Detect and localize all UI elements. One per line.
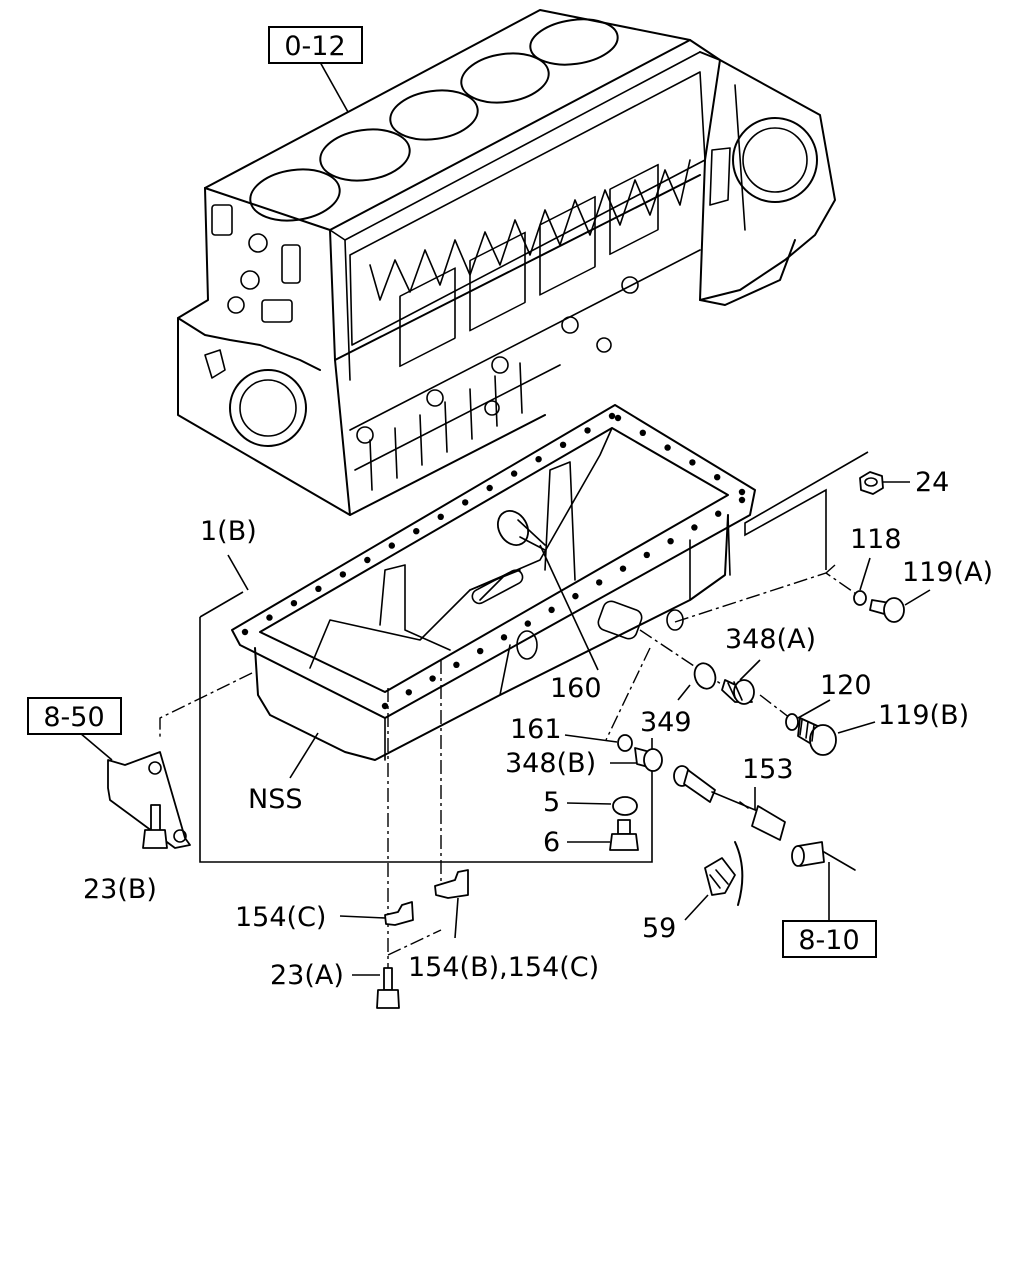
bolt-hole <box>405 689 412 696</box>
label-119a: 119(A) <box>902 557 993 588</box>
bolt-hole <box>453 661 460 668</box>
bolt-hole <box>559 441 567 448</box>
bolt-hole <box>572 592 579 600</box>
o-ring-118 <box>853 590 867 606</box>
ref-box-block: 0-12 <box>268 26 363 64</box>
bolt-hole <box>667 538 674 545</box>
o-ring-161 <box>617 734 633 752</box>
connector-8-10 <box>791 841 856 871</box>
bolt-hole <box>364 556 371 564</box>
clip-59 <box>704 841 744 906</box>
bolt-hole <box>381 702 389 710</box>
label-160: 160 <box>550 673 602 704</box>
bolt-hole <box>689 459 696 466</box>
bolt-hole <box>535 456 542 463</box>
bolt-hole <box>714 474 721 481</box>
bolt-hole <box>691 524 698 531</box>
label-153: 153 <box>742 754 794 785</box>
plug-119a <box>869 597 905 623</box>
bolt-hole <box>339 571 347 578</box>
label-348b: 348(B) <box>505 748 596 779</box>
label-23a: 23(A) <box>270 960 344 991</box>
bolt-hole <box>643 551 650 559</box>
bolt-hole <box>596 579 603 586</box>
bolt-hole <box>664 444 671 451</box>
bolt-23b <box>142 804 168 849</box>
svg-text:0-12: 0-12 <box>284 31 345 62</box>
bracket-154c <box>384 901 414 926</box>
bolt-hole <box>477 647 484 655</box>
label-119b: 119(B) <box>878 700 969 731</box>
ref-box-sensor-harness: 8-10 <box>782 920 877 958</box>
label-154bc: 154(B),154(C) <box>408 952 599 983</box>
oil-level-sensor-153 <box>673 765 786 841</box>
label-1b: 1(B) <box>200 516 257 547</box>
o-ring-349 <box>693 662 717 690</box>
bolt-hole <box>548 606 555 614</box>
bolt-hole <box>738 496 746 504</box>
ref-box-bracket: 8-50 <box>27 697 122 735</box>
svg-text:8-50: 8-50 <box>43 702 104 733</box>
bolt-hole <box>715 510 722 517</box>
cylinder-block-drawing <box>177 9 836 516</box>
bolt-hole <box>266 614 273 621</box>
bolt-hole <box>437 513 444 520</box>
bolt-hole <box>738 488 746 496</box>
plug-119b <box>797 717 837 756</box>
label-23b: 23(B) <box>83 874 157 905</box>
bolt-hole <box>290 600 298 607</box>
bolt-hole <box>462 499 469 506</box>
bolt-23a <box>376 967 400 1009</box>
oil-pan-drawing <box>231 404 756 761</box>
bracket-8-50 <box>107 751 191 849</box>
label-120: 120 <box>820 670 872 701</box>
bolt-hole <box>524 620 531 627</box>
small-parts <box>107 471 905 1009</box>
label-nss: NSS <box>248 784 302 815</box>
leader-lines <box>79 61 931 976</box>
label-348a: 348(A) <box>725 624 816 655</box>
bolt-hole <box>619 565 627 572</box>
bolt-hole <box>413 528 420 535</box>
bolt-hole <box>241 628 249 636</box>
bolt-hole <box>614 414 622 422</box>
bolt-hole <box>486 484 493 492</box>
label-349: 349 <box>640 707 692 738</box>
drain-plug-6 <box>609 819 639 851</box>
bolt-hole <box>584 427 591 434</box>
o-ring-120 <box>785 713 799 731</box>
bracket-154b <box>434 869 469 899</box>
nut-24 <box>859 471 884 495</box>
label-24: 24 <box>915 467 949 498</box>
bolt-hole <box>388 542 395 549</box>
part-labels: 1(B) 24 118 119(A) 348(A) 120 119(B) 160… <box>83 467 993 991</box>
label-59: 59 <box>642 913 676 944</box>
bolt-hole <box>315 585 322 592</box>
label-161: 161 <box>510 714 562 745</box>
label-5: 5 <box>543 787 560 818</box>
flange-bolt-holes <box>241 412 746 710</box>
bolt-hole <box>639 429 646 436</box>
bolt-hole <box>500 634 508 641</box>
label-118: 118 <box>850 524 902 555</box>
fitting-348b <box>634 747 663 772</box>
bolt-hole <box>510 470 518 477</box>
label-6: 6 <box>543 827 560 858</box>
bolt-hole <box>429 675 436 682</box>
fitting-348a <box>721 679 755 705</box>
svg-text:8-10: 8-10 <box>798 925 859 956</box>
o-ring-5 <box>612 796 638 816</box>
label-154c: 154(C) <box>235 902 326 933</box>
bolt-hole <box>608 412 616 420</box>
